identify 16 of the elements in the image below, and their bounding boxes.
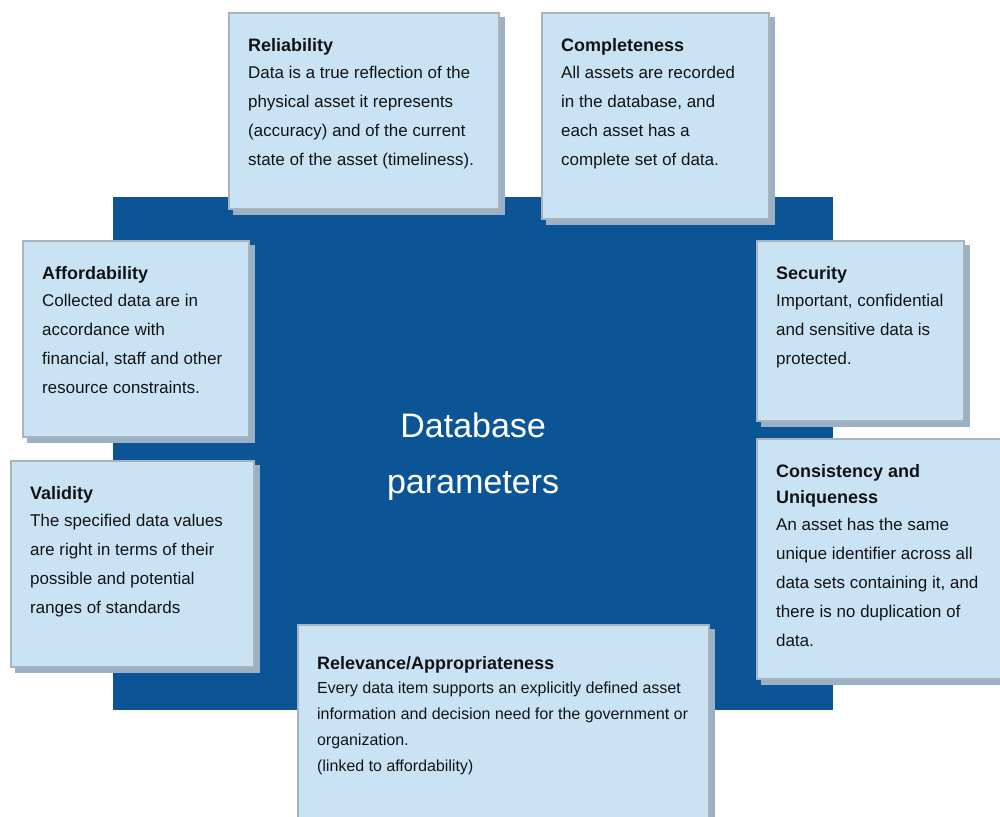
card-description: Important, confidential and sensitive data is protected. xyxy=(776,290,944,370)
card-description: (linked to affordability) xyxy=(317,757,474,777)
card-description: All assets are recorded in the database, and each asset has a complete set of data. xyxy=(561,62,736,171)
card-heading: Relevance/Appropriateness xyxy=(317,652,556,675)
center-title: Database parameters xyxy=(386,406,560,502)
card-description: Collected data are in accordance with financial, staff and other resource constraints. xyxy=(42,290,224,399)
card-description: The specified data values are right in terms of their possible and potential ranges of standards xyxy=(30,510,224,619)
card-heading: Validity xyxy=(30,482,94,505)
card-description: An asset has the same unique identifier across all data sets containing it, and there is no duplication of data. xyxy=(776,514,980,652)
card-description: Every data item supports an explicitly defined asset information and decision need for the government or organization. xyxy=(317,679,689,751)
card-heading: Completeness xyxy=(561,34,686,57)
card-heading: Consistency and Uniqueness xyxy=(776,460,922,509)
card-heading: Security xyxy=(776,262,848,285)
card-description: Data is a true reflection of the physical asset it represents (accuracy) and of the current state of the asset (timeliness). xyxy=(248,62,475,171)
card-heading: Reliability xyxy=(248,34,334,57)
card-heading: Affordability xyxy=(42,262,149,285)
